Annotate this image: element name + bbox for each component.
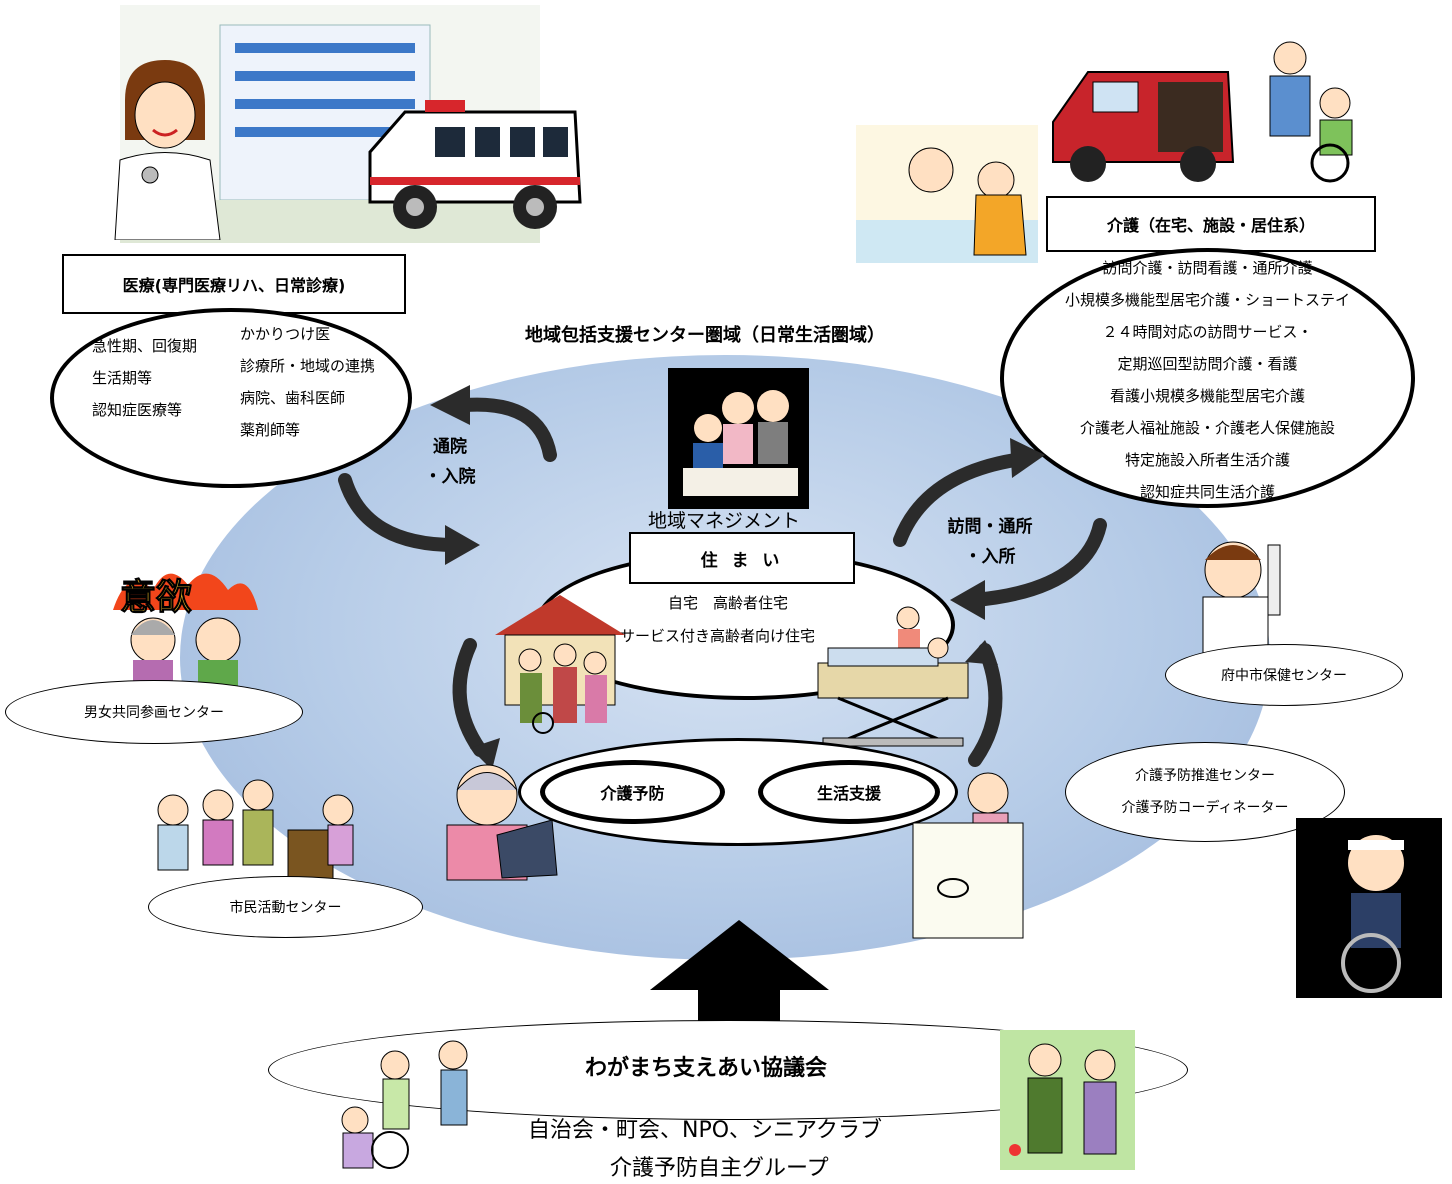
laundry-woman-icon	[908, 768, 1038, 947]
bathing-care-illustration	[856, 125, 1038, 263]
medical-right-item: 薬剤師等	[240, 421, 301, 439]
council-name: わがまち支えあい協議会	[585, 1056, 828, 1081]
medical-right-list: かかりつけ医 診療所・地域の連携 病院、歯科医師 薬剤師等	[240, 318, 375, 446]
management-label: 地域マネジメント	[648, 510, 801, 532]
hoken-center: 府中市保健センター	[1165, 644, 1403, 706]
care-item: 介護老人福祉施設・介護老人保健施設	[1079, 419, 1335, 437]
welfare-van-icon	[1048, 62, 1238, 191]
care-item: 特定施設入所者生活介護	[1124, 451, 1290, 469]
medical-right-item: 診療所・地域の連携	[240, 357, 376, 375]
yobo-center-line2: 介護予防コーディネーター	[1121, 800, 1289, 816]
medical-left-item: 急性期、回復期	[92, 337, 198, 355]
council-line1: 自治会・町会、NPO、シニアクラブ	[528, 1118, 882, 1143]
shimin-center: 市民活動センター	[148, 876, 423, 938]
ambulance-icon	[365, 82, 590, 241]
housing-line1: 自宅 高齢者住宅	[668, 594, 789, 612]
care-item: ２４時間対応の訪問サービス・	[1102, 323, 1313, 341]
care-title-box: 介護（在宅、施設・居住系）	[1046, 196, 1376, 252]
medical-left-item: 生活期等	[92, 369, 153, 387]
hoken-center-label: 府中市保健センター	[1221, 668, 1347, 684]
exercise-seniors-icon	[325, 1035, 495, 1179]
area-title: 地域包括支援センター圏域（日常生活圏域）	[525, 325, 885, 346]
care-bed-icon	[808, 603, 973, 752]
housing-line2: サービス付き高齢者向け住宅	[620, 627, 816, 645]
medical-right-item: 病院、歯科医師	[240, 389, 346, 407]
medical-right-item: かかりつけ医	[240, 325, 331, 343]
flow-visit: 訪問・通所 ・入所	[925, 512, 1055, 572]
flow-visit-line2: ・入所	[964, 547, 1016, 567]
flow-hospital-line1: 通院	[433, 437, 467, 457]
yobo-center-line1: 介護予防推進センター	[1135, 768, 1275, 784]
housing-title-box: 住 ま い	[629, 532, 855, 584]
kaigo-yobo-badge: 介護予防	[540, 760, 725, 824]
care-item: 定期巡回型訪問介護・看護	[1117, 355, 1298, 373]
danjo-center-label: 男女共同参画センター	[84, 705, 224, 721]
care-item: 認知症共同生活介護	[1139, 483, 1275, 501]
management-meeting-illustration	[668, 368, 809, 509]
nurse-injection-icon	[1188, 515, 1298, 659]
danjo-center: 男女共同参画センター	[5, 680, 303, 744]
care-item: 小規模多機能型居宅介護・ショートステイ	[1064, 291, 1350, 309]
housing-title: 住 ま い	[700, 550, 784, 571]
doctor-icon	[105, 60, 230, 244]
medical-ellipse	[50, 308, 412, 488]
yobo-center: 介護予防推進センター 介護予防コーディネーター	[1065, 742, 1345, 842]
senior-laptop-icon	[442, 760, 562, 889]
seikatsu-shien-badge: 生活支援	[758, 760, 940, 824]
gardening-seniors-icon	[1000, 1030, 1135, 1174]
wheelchair-athlete-illustration	[1296, 818, 1442, 998]
family-house-icon	[485, 595, 635, 739]
flow-visit-line1: 訪問・通所	[947, 517, 1033, 537]
kaigo-yobo-label: 介護予防	[600, 784, 665, 803]
care-list: 訪問介護・訪問看護・通所介護 小規模多機能型居宅介護・ショートステイ ２４時間対…	[1000, 252, 1415, 508]
flow-hospital: 通院 ・入院	[405, 432, 495, 492]
medical-left-item: 認知症医療等	[92, 401, 183, 419]
care-item: 看護小規模多機能型居宅介護	[1109, 387, 1305, 405]
care-title: 介護（在宅、施設・居住系）	[1106, 216, 1315, 235]
caregiver-wheelchair-icon	[1245, 38, 1365, 187]
seikatsu-shien-label: 生活支援	[816, 784, 881, 803]
medical-left-list: 急性期、回復期 生活期等 認知症医療等	[92, 330, 197, 426]
care-item: 訪問介護・訪問看護・通所介護	[1102, 259, 1313, 277]
flow-hospital-line2: ・入院	[424, 467, 476, 487]
shimin-center-label: 市民活動センター	[229, 900, 342, 916]
iyoku-sign: 意欲	[119, 577, 193, 619]
care-ellipse	[1000, 248, 1415, 508]
medical-title: 医療(専門医療リハ、日常診療)	[122, 276, 346, 295]
council-line2: 介護予防自主グループ	[610, 1156, 829, 1181]
medical-title-box: 医療(専門医療リハ、日常診療)	[62, 254, 406, 314]
